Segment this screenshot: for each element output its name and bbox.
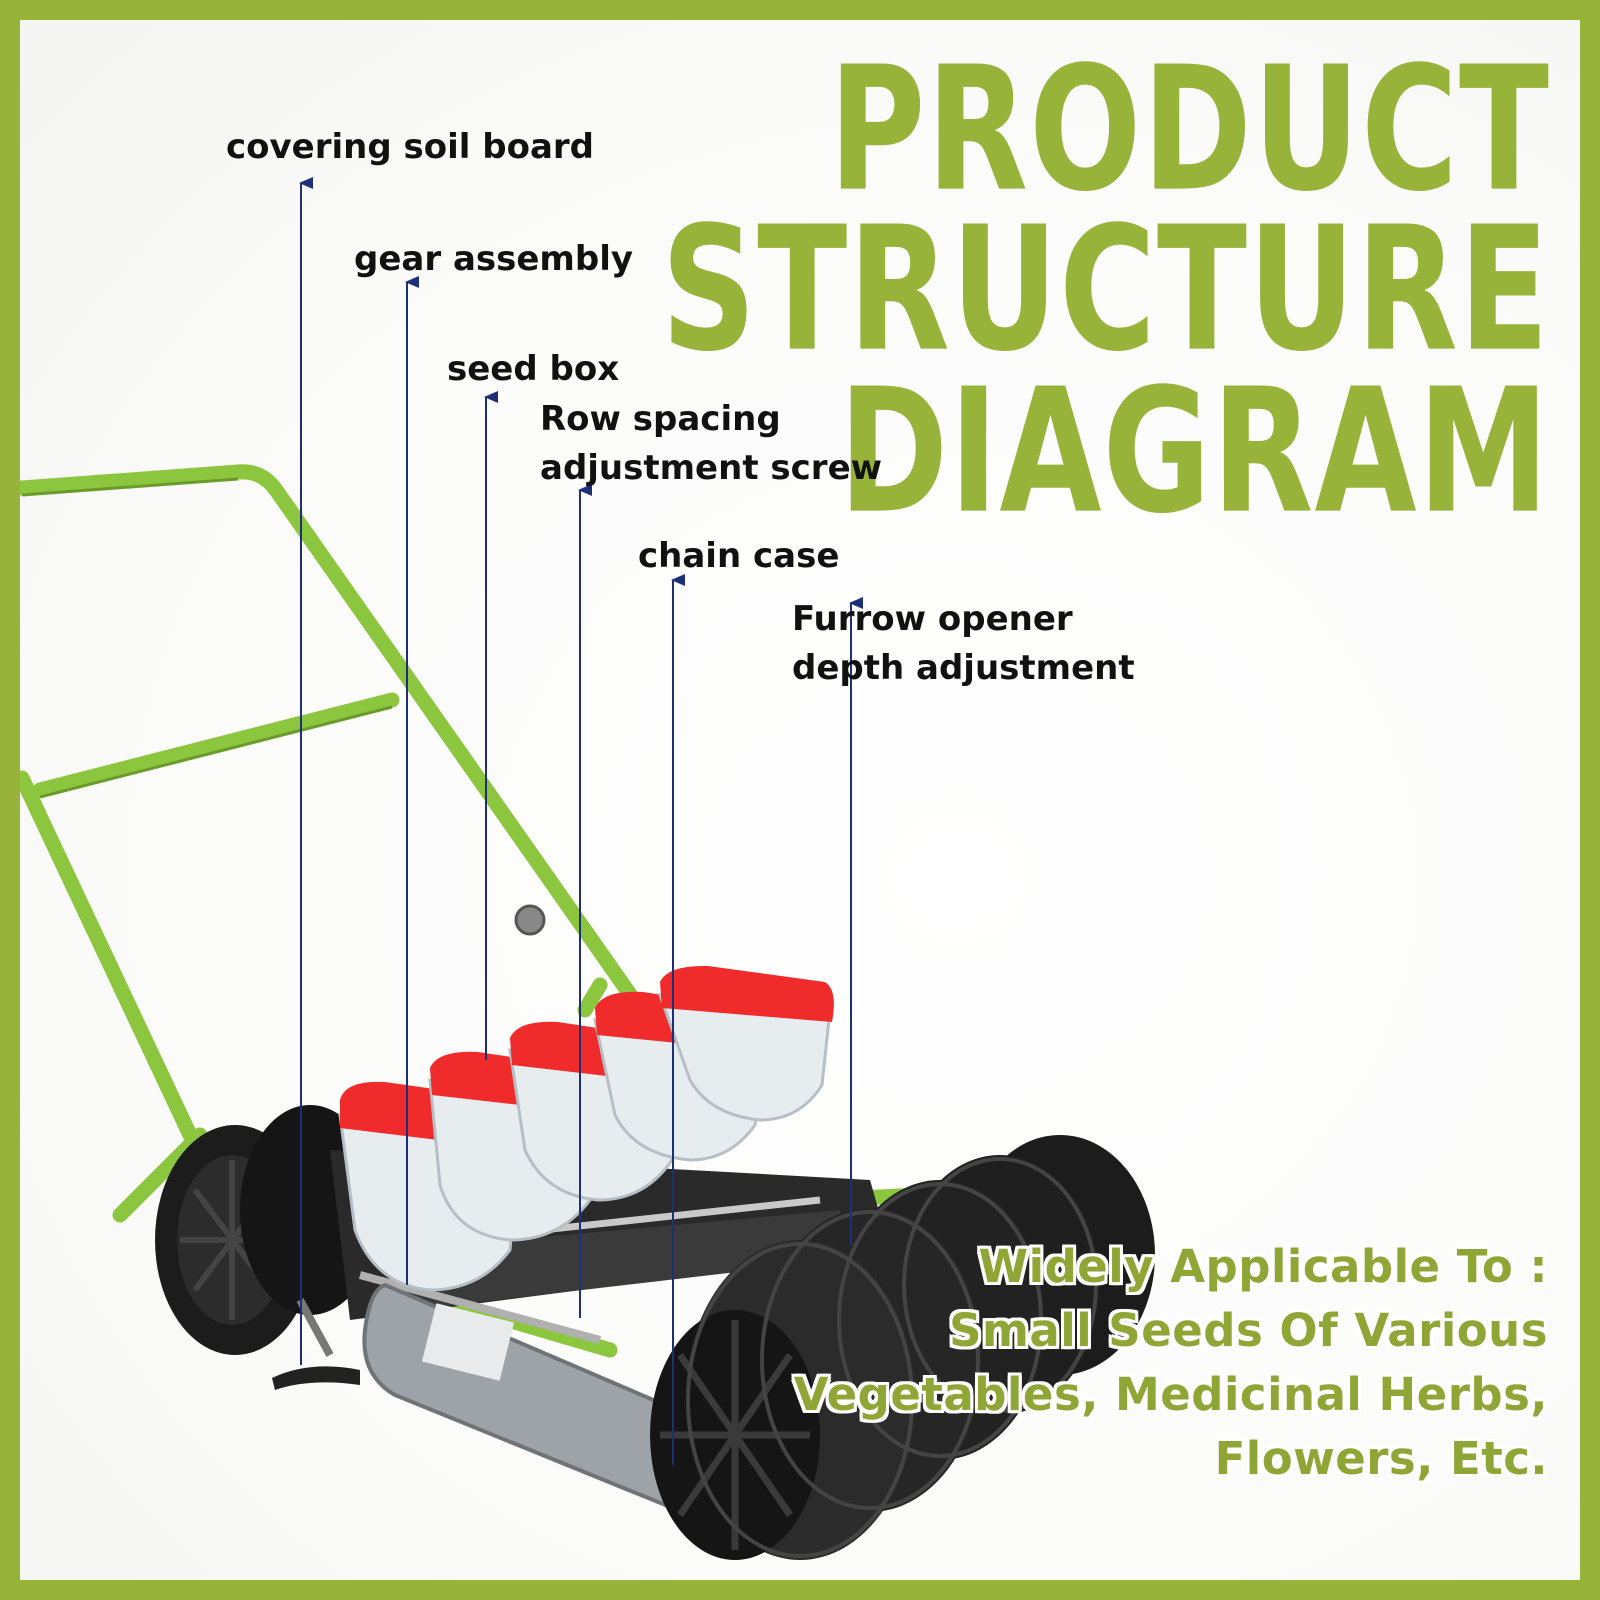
label-furrow-line-2: depth adjustment	[792, 648, 1135, 688]
title-line-3: DIAGRAM	[838, 352, 1550, 553]
label-row-spacing-line-1: Row spacing	[540, 399, 781, 439]
applicable-text-block: Widely Applicable To : Small Seeds Of Va…	[788, 1235, 1548, 1491]
small-gear	[514, 904, 546, 936]
title-line-1: PRODUCT	[828, 30, 1550, 231]
label-chain-case: chain case	[638, 536, 840, 576]
label-furrow-line-1: Furrow opener	[792, 599, 1073, 639]
front-rollers	[650, 1135, 1155, 1560]
title-line-2: STRUCTURE	[661, 190, 1550, 391]
seed-hoppers	[338, 965, 834, 1292]
label-row-spacing-line-2: adjustment screw	[540, 448, 883, 488]
label-covering-soil-board: covering soil board	[226, 127, 595, 167]
label-gear-assembly: gear assembly	[354, 239, 634, 279]
applicable-line-4: Flowers, Etc.	[1214, 1432, 1548, 1485]
applicable-line-2: Small Seeds Of Various	[949, 1304, 1548, 1357]
applicable-line-1: Widely Applicable To :	[978, 1240, 1548, 1293]
label-seed-box: seed box	[447, 349, 620, 389]
applicable-line-3: Vegetables, Medicinal Herbs,	[793, 1368, 1548, 1421]
